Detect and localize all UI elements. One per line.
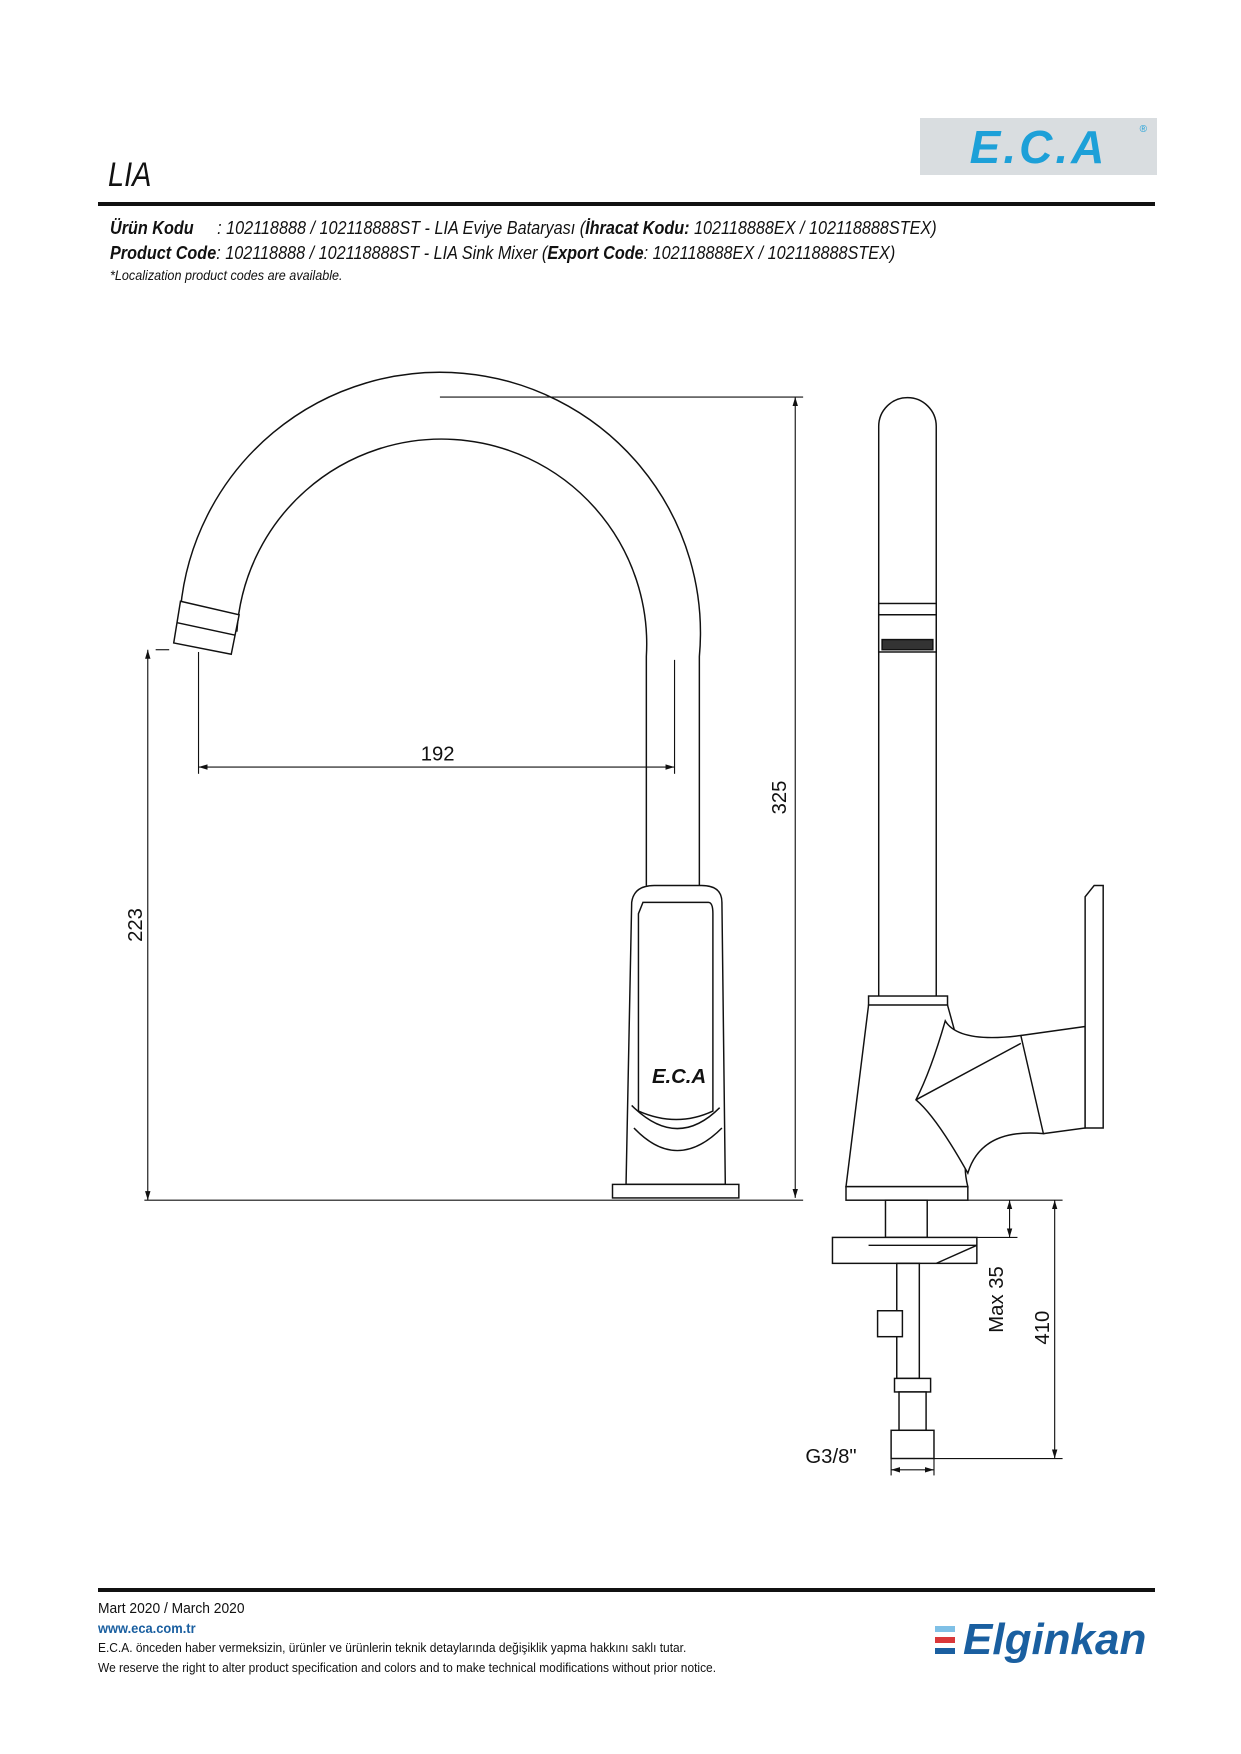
product-code-en: Product Code: 102118888 / 102118888ST - …: [110, 243, 895, 264]
dim-total-label: 410: [1032, 1311, 1054, 1345]
dim-max-thickness-label: Max 35: [986, 1266, 1008, 1333]
elginkan-logo-text: Elginkan: [963, 1615, 1147, 1664]
footer-divider: [98, 1588, 1155, 1592]
en-code-value: : 102118888 / 102118888ST - LIA Sink Mix…: [216, 243, 548, 263]
footer-website-link[interactable]: www.eca.com.tr: [98, 1620, 196, 1636]
tr-code-value: : 102118888 / 102118888ST - LIA Eviye Ba…: [217, 218, 586, 238]
side-dimensions: [890, 1199, 1063, 1476]
product-title: LIA: [108, 156, 152, 194]
en-export-value: : 102118888EX / 102118888STEX): [643, 243, 896, 263]
header-divider: [98, 202, 1155, 206]
elginkan-bars-icon: [935, 1626, 955, 1654]
localization-note: *Localization product codes are availabl…: [110, 267, 343, 283]
body-logo: E.C.A: [652, 1066, 706, 1088]
footer-date: Mart 2020 / March 2020: [98, 1600, 245, 1617]
elginkan-logo: Elginkan: [935, 1615, 1146, 1665]
dim-reach-label: 192: [421, 743, 455, 765]
en-code-label: Product Code: [110, 243, 217, 263]
tr-export-label: İhracat Kodu:: [585, 218, 690, 238]
footer-disclaimer-tr: E.C.A. önceden haber vermeksizin, ürünle…: [98, 1640, 687, 1655]
dim-height-label: 325: [769, 781, 791, 815]
footer-disclaimer-en: We reserve the right to alter product sp…: [98, 1660, 717, 1675]
product-code-tr: Ürün Kodu : 102118888 / 102118888ST - LIA…: [110, 218, 937, 239]
en-export-label: Export Code: [547, 243, 644, 263]
eca-logo-text: E.C.A: [969, 120, 1108, 173]
registered-icon: ®: [1139, 124, 1147, 135]
tr-export-value: 102118888EX / 102118888STEX): [689, 218, 937, 238]
side-view: [831, 396, 1104, 1460]
eca-logo: E.C.A ®: [920, 118, 1157, 175]
tr-code-label: Ürün Kodu: [110, 218, 194, 238]
dim-thread-label: G3/8": [805, 1446, 856, 1468]
front-dimensions: [144, 396, 804, 1201]
front-view: E.C.A: [172, 371, 740, 1199]
dim-spout-height-label: 223: [125, 908, 147, 942]
